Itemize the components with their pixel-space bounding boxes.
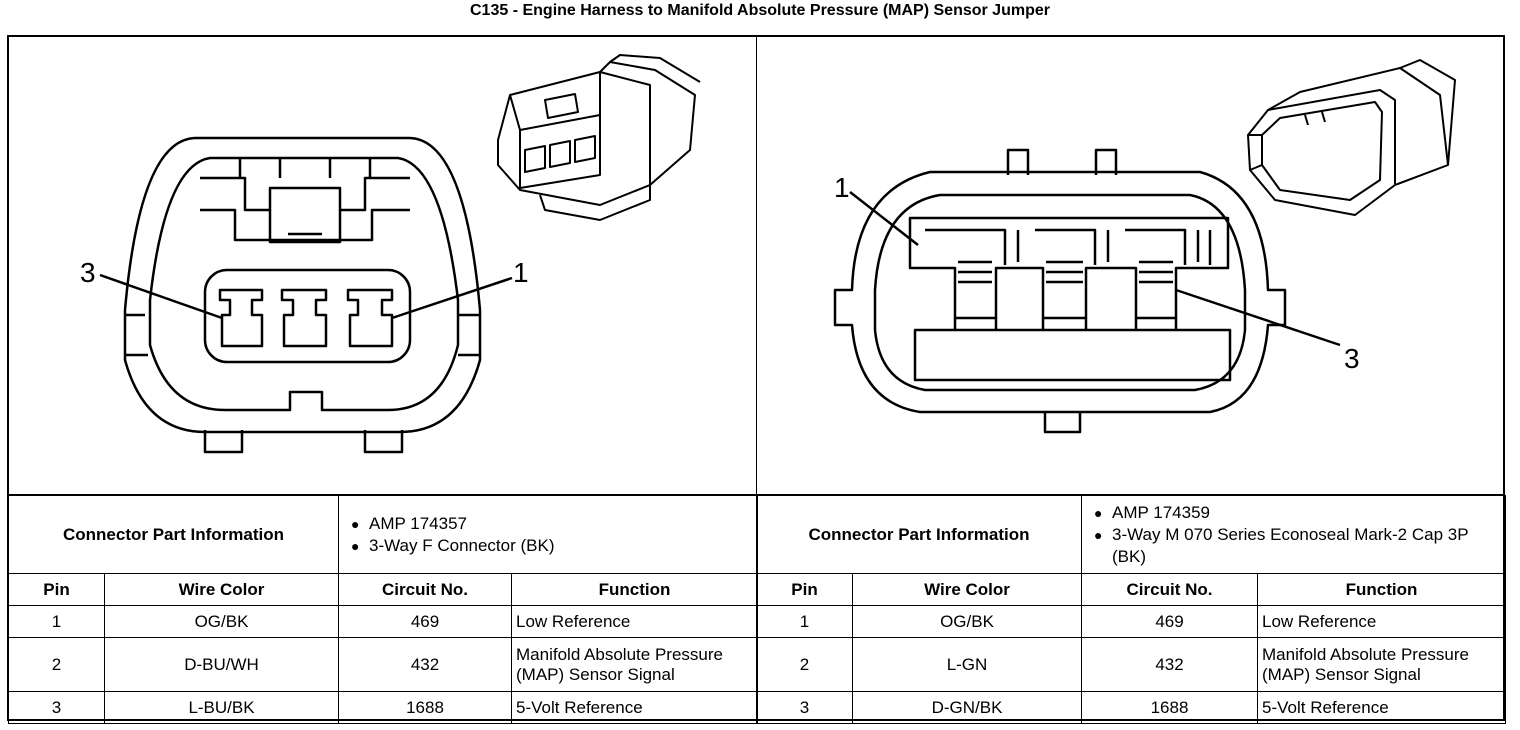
column-header-circuit: Circuit No. (338, 573, 513, 606)
cell-function: 5-Volt Reference (511, 691, 759, 724)
cell-pin: 1 (756, 605, 853, 638)
left-part-info-label: Connector Part Information (7, 495, 340, 574)
column-header-function: Function (1257, 573, 1507, 606)
cell-circuit: 1688 (1081, 691, 1259, 724)
cell-circuit: 432 (1081, 637, 1259, 692)
column-header-pin: Pin (756, 573, 853, 606)
right-connector-table: Connector Part Information AMP 174359 3-… (755, 495, 1507, 724)
vertical-divider (756, 35, 757, 495)
right-table-header: Pin Wire Color Circuit No. Function (756, 573, 1507, 606)
cell-pin: 1 (8, 605, 105, 638)
column-header-wire-color: Wire Color (103, 573, 340, 606)
left-pin-label-3: 3 (80, 257, 96, 288)
cell-function: Low Reference (511, 605, 759, 638)
cell-function: Manifold Absolute Pressure (MAP) Sensor … (511, 637, 759, 692)
cell-function: 5-Volt Reference (1257, 691, 1507, 724)
cell-function: Manifold Absolute Pressure (MAP) Sensor … (1257, 637, 1507, 692)
cell-pin: 3 (756, 691, 853, 724)
cell-pin: 2 (8, 637, 105, 692)
female-connector-isometric (497, 54, 701, 221)
left-table-header: Pin Wire Color Circuit No. Function (8, 573, 759, 606)
cell-wire-color: L-GN (851, 637, 1083, 692)
left-part-info-item: 3-Way F Connector (BK) (343, 535, 753, 557)
right-pin-label-3: 3 (1344, 343, 1360, 374)
female-connector-face (99, 136, 513, 454)
cell-circuit: 432 (338, 637, 513, 692)
left-connector-table: Connector Part Information AMP 174357 3-… (7, 495, 759, 724)
column-header-circuit: Circuit No. (1081, 573, 1259, 606)
table-row: 2 D-BU/WH 432 Manifold Absolute Pressure… (8, 637, 759, 692)
cell-function: Low Reference (1257, 605, 1507, 638)
horizontal-divider (7, 494, 1505, 495)
table-row: 3 L-BU/BK 1688 5-Volt Reference (8, 691, 759, 724)
cell-circuit: 469 (338, 605, 513, 638)
right-pin-label-1: 1 (834, 172, 850, 203)
left-part-info: AMP 174357 3-Way F Connector (BK) (338, 495, 759, 574)
connector-drawings: 3 1 1 3 (80, 54, 1456, 454)
table-row: 1 OG/BK 469 Low Reference (756, 605, 1507, 638)
cell-wire-color: OG/BK (103, 605, 340, 638)
cell-pin: 2 (756, 637, 853, 692)
male-connector-isometric (1247, 59, 1456, 216)
cell-wire-color: OG/BK (851, 605, 1083, 638)
cell-wire-color: D-BU/WH (103, 637, 340, 692)
cell-pin: 3 (8, 691, 105, 724)
cell-wire-color: D-GN/BK (851, 691, 1083, 724)
cell-wire-color: L-BU/BK (103, 691, 340, 724)
column-header-wire-color: Wire Color (851, 573, 1083, 606)
right-part-info-item: 3-Way M 070 Series Econoseal Mark-2 Cap … (1086, 524, 1501, 568)
right-part-info-label: Connector Part Information (755, 495, 1083, 574)
left-part-info-item: AMP 174357 (343, 513, 753, 535)
left-pin-label-1: 1 (513, 257, 529, 288)
table-row: 1 OG/BK 469 Low Reference (8, 605, 759, 638)
right-part-info-item: AMP 174359 (1086, 502, 1501, 524)
cell-circuit: 1688 (338, 691, 513, 724)
table-row: 3 D-GN/BK 1688 5-Volt Reference (756, 691, 1507, 724)
column-header-pin: Pin (8, 573, 105, 606)
right-part-info: AMP 174359 3-Way M 070 Series Econoseal … (1081, 495, 1507, 574)
table-row: 2 L-GN 432 Manifold Absolute Pressure (M… (756, 637, 1507, 692)
cell-circuit: 469 (1081, 605, 1259, 638)
column-header-function: Function (511, 573, 759, 606)
diagram-title: C135 - Engine Harness to Manifold Absolu… (470, 2, 1050, 19)
male-connector-face (833, 148, 1341, 434)
